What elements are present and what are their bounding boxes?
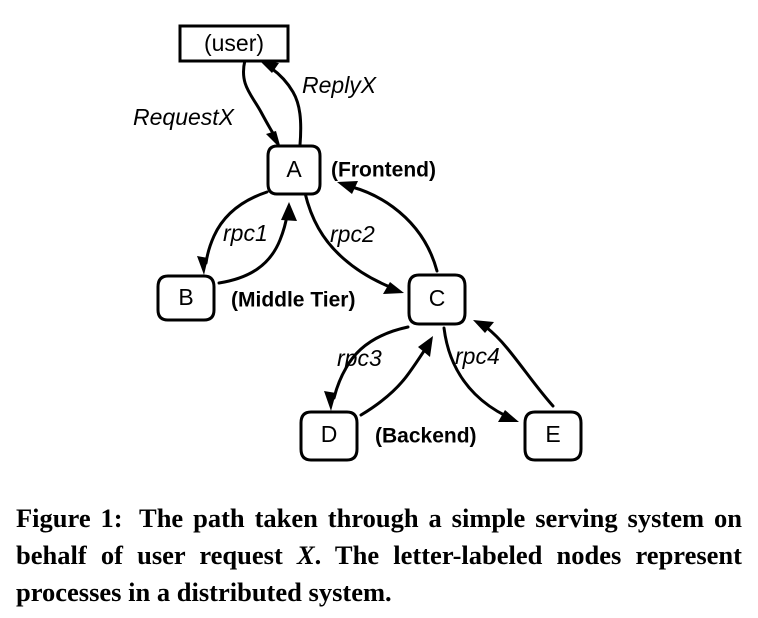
caption-label: Figure 1: bbox=[16, 503, 123, 533]
edge-path-rpc2-back bbox=[350, 185, 439, 273]
edge-path-rpc1-back bbox=[217, 213, 289, 285]
node-b-shape bbox=[156, 274, 216, 322]
caption-italic-symbol: X bbox=[296, 540, 315, 570]
node-b[interactable]: B bbox=[156, 274, 216, 322]
edge-label-rpc4: rpc4 bbox=[455, 343, 500, 369]
edge-label-reply: ReplyX bbox=[302, 72, 378, 98]
node-c[interactable]: C bbox=[407, 273, 467, 326]
edge-request-user-to-a bbox=[242, 58, 281, 149]
edge-label-rpc3: rpc3 bbox=[337, 345, 382, 371]
node-user-shape bbox=[178, 24, 290, 63]
edge-rpc2-c-to-a bbox=[337, 181, 439, 273]
edge-path-rpc1-out bbox=[204, 190, 269, 265]
arrow-head-rpc3-out bbox=[324, 391, 336, 411]
edge-path-rpc2-out bbox=[303, 191, 392, 289]
edge-path-rpc3-back bbox=[359, 346, 428, 417]
node-d-shape bbox=[299, 410, 359, 462]
edge-rpc1-b-to-a bbox=[217, 202, 297, 285]
arrow-head-rpc1-back bbox=[281, 202, 297, 221]
arrow-head-rpc4-back bbox=[473, 320, 494, 333]
edge-path-rpc3-out bbox=[332, 325, 410, 400]
edge-rpc2-a-to-c bbox=[303, 191, 404, 294]
edge-rpc3-d-to-c bbox=[359, 336, 433, 417]
tier-label-middle-tier: (Middle Tier) bbox=[231, 289, 355, 312]
node-a[interactable]: A bbox=[266, 144, 322, 196]
edge-path-rpc4-out bbox=[442, 326, 508, 418]
arrow-head-reply bbox=[259, 60, 279, 73]
edge-label-rpc2: rpc2 bbox=[330, 221, 375, 247]
node-e-label: E bbox=[545, 421, 560, 447]
edge-rpc1-a-to-b bbox=[197, 190, 269, 275]
node-user-label: (user) bbox=[204, 30, 264, 56]
edge-reply-a-to-user bbox=[259, 60, 303, 147]
arrow-head-rpc1-out bbox=[197, 256, 208, 275]
edge-rpc3-c-to-d bbox=[324, 325, 410, 411]
figure-caption: Figure 1: The path taken through a simpl… bbox=[16, 500, 742, 611]
node-e[interactable]: E bbox=[523, 410, 583, 462]
distributed-system-diagram: (user) A B C D bbox=[133, 24, 583, 462]
arrow-head-rpc2-back bbox=[337, 181, 358, 194]
node-c-label: C bbox=[429, 285, 446, 311]
edge-rpc4-e-to-c bbox=[473, 320, 555, 408]
node-d-label: D bbox=[321, 421, 338, 447]
node-d[interactable]: D bbox=[299, 410, 359, 462]
node-a-label: A bbox=[286, 156, 302, 182]
edge-label-rpc1: rpc1 bbox=[223, 220, 268, 246]
edge-path-rpc4-back bbox=[484, 325, 555, 408]
caption-text-part1: The path taken through a simple serving … bbox=[16, 503, 742, 570]
tier-label-frontend: (Frontend) bbox=[331, 159, 436, 182]
tier-label-backend: (Backend) bbox=[375, 425, 477, 448]
node-c-shape bbox=[407, 273, 467, 326]
node-a-shape bbox=[266, 144, 322, 196]
arrow-head-rpc2-out bbox=[383, 282, 404, 294]
arrow-head-rpc3-back bbox=[418, 336, 433, 357]
edge-label-request: RequestX bbox=[133, 104, 236, 130]
node-e-shape bbox=[523, 410, 583, 462]
arrow-head-rpc4-out bbox=[498, 410, 519, 422]
edge-rpc4-c-to-e bbox=[442, 326, 519, 422]
diagram-figure: (user) A B C D bbox=[133, 24, 583, 462]
edge-path-reply bbox=[269, 66, 303, 147]
caption-text-part2: . The letter-labeled nodes represent pro… bbox=[16, 540, 742, 607]
node-user[interactable]: (user) bbox=[178, 24, 290, 63]
node-b-label: B bbox=[178, 284, 193, 310]
